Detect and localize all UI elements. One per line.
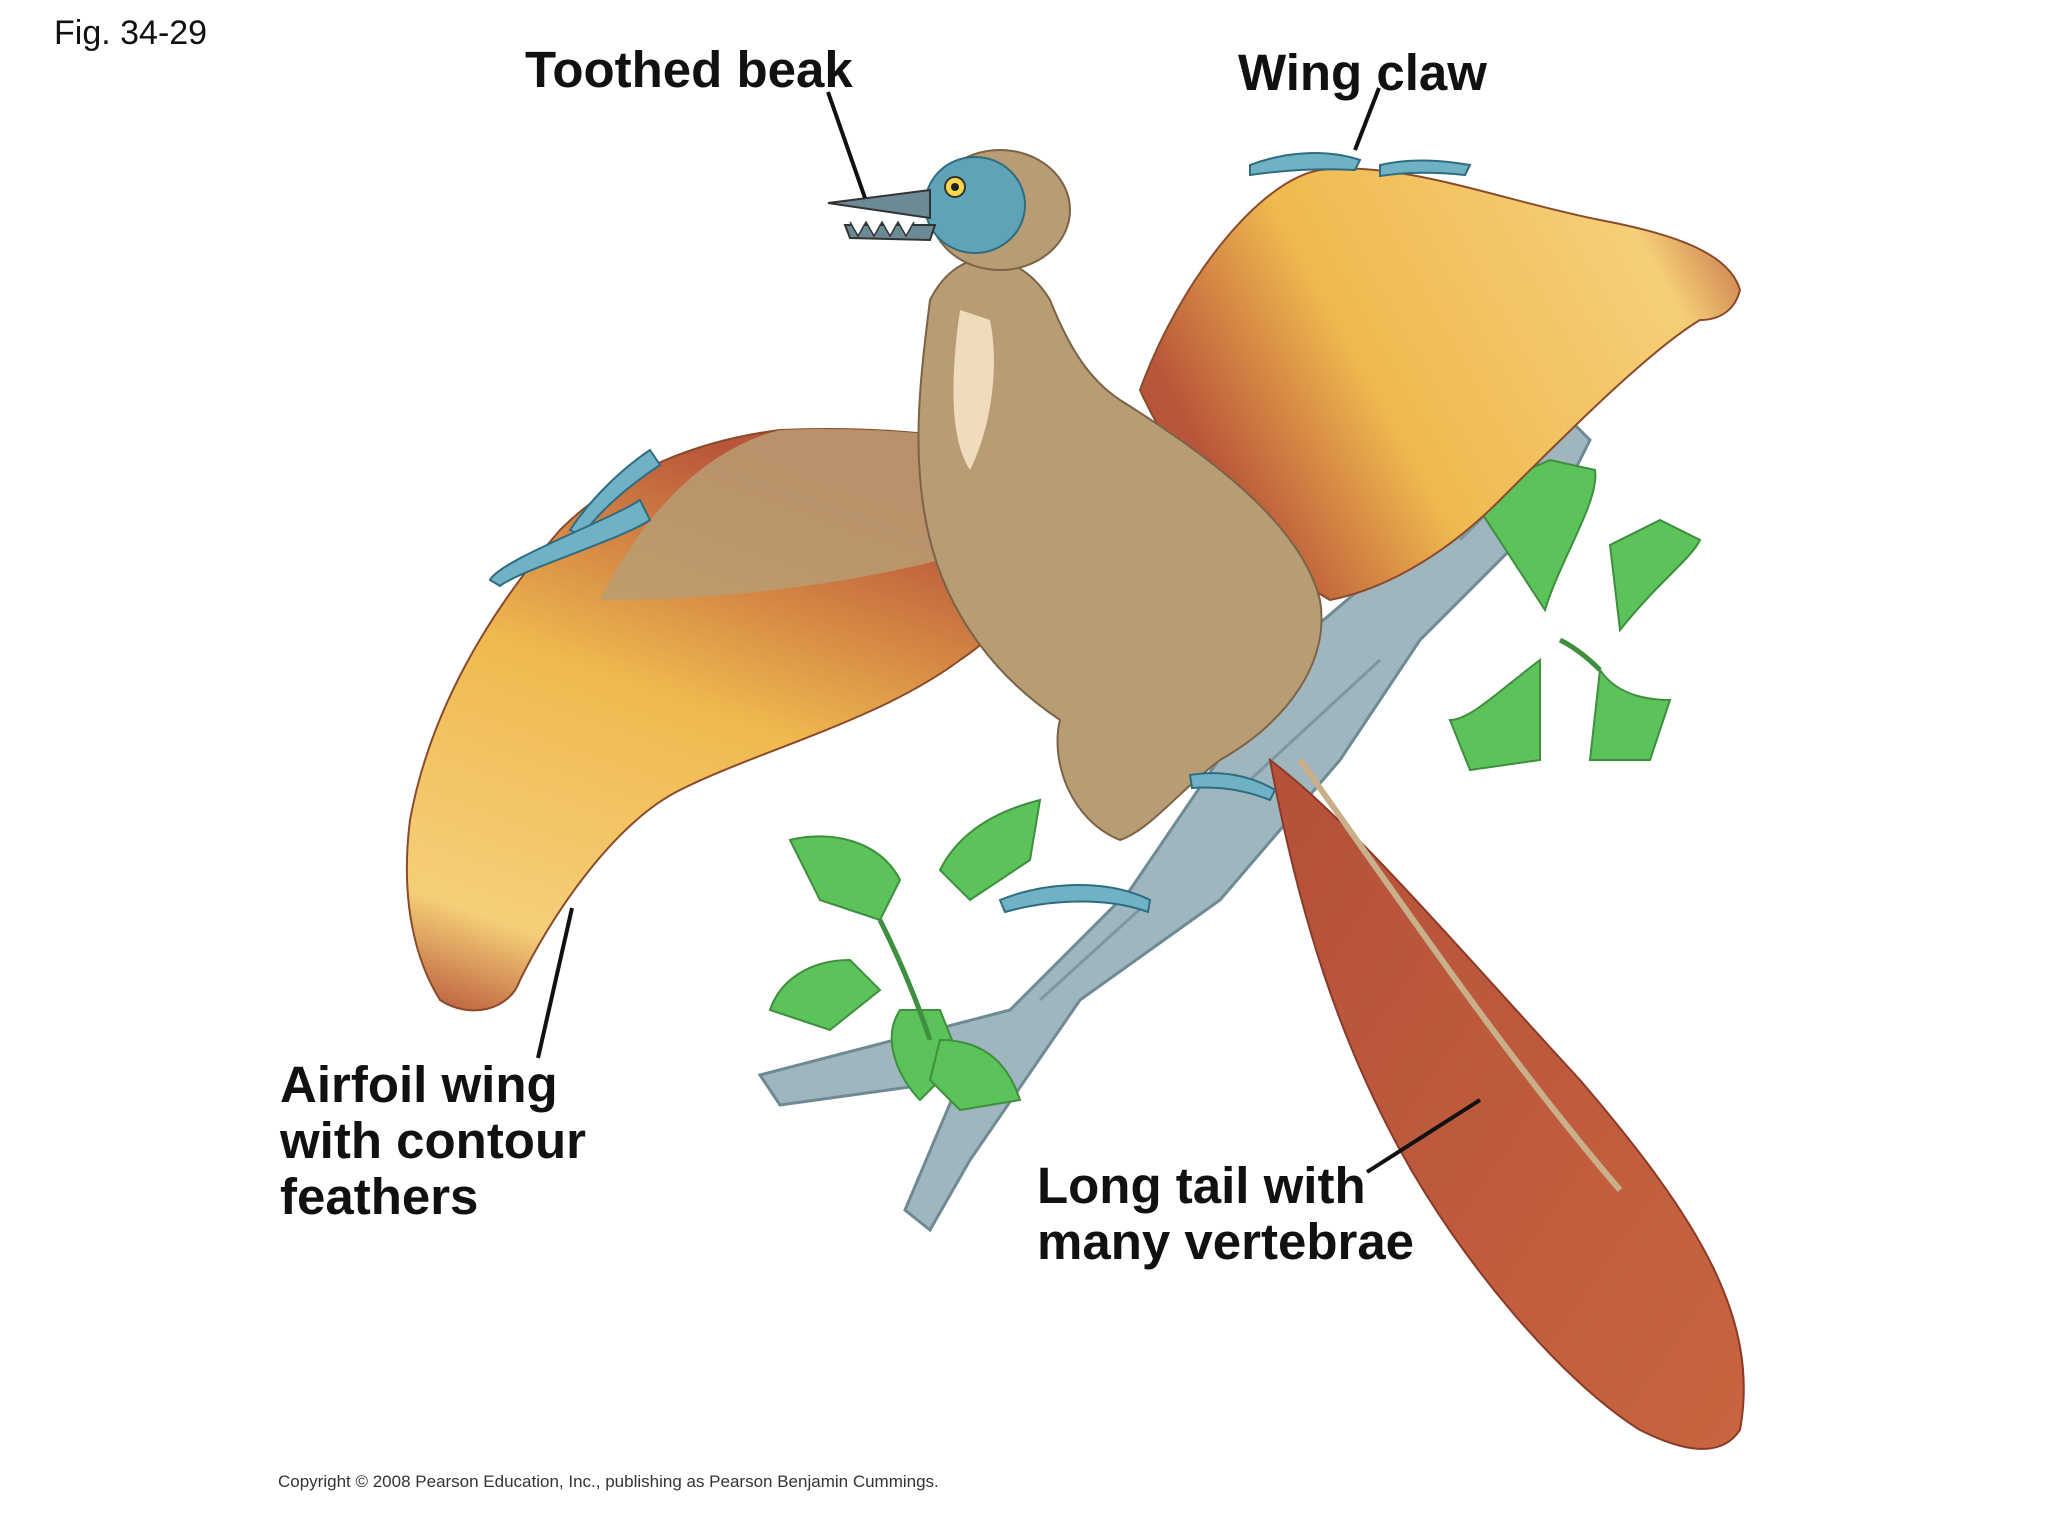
tail xyxy=(1268,757,1745,1450)
airfoil-wing-leader xyxy=(536,907,574,1059)
long-tail-leader xyxy=(1365,1098,1482,1174)
long-tail-line-1: Long tail with xyxy=(1037,1157,1366,1214)
bird-head xyxy=(827,149,1071,271)
airfoil-wing-line-2: with contour xyxy=(280,1112,586,1169)
long-tail-label: Long tail with many vertebrae xyxy=(1037,1158,1414,1270)
copyright-notice: Copyright © 2008 Pearson Education, Inc.… xyxy=(278,1472,939,1491)
figure-number: Fig. 34-29 xyxy=(54,14,208,52)
wing-claw-leader xyxy=(1353,87,1381,151)
ginkgo-leaves-left xyxy=(768,798,1042,1112)
airfoil-wing-label: Airfoil wing with contour feathers xyxy=(280,1057,586,1225)
long-tail-line-2: many vertebrae xyxy=(1037,1213,1415,1270)
bird-body xyxy=(917,257,1323,842)
left-wing xyxy=(405,428,1072,1012)
wing-claws xyxy=(488,152,1472,588)
bird-feet xyxy=(998,772,1277,914)
airfoil-wing-line-3: feathers xyxy=(280,1168,479,1225)
wing-claw-label: Wing claw xyxy=(1238,44,1487,101)
toothed-beak-leader xyxy=(826,91,867,199)
airfoil-wing-line-1: Airfoil wing xyxy=(280,1056,558,1113)
toothed-beak-label: Toothed beak xyxy=(525,41,853,98)
